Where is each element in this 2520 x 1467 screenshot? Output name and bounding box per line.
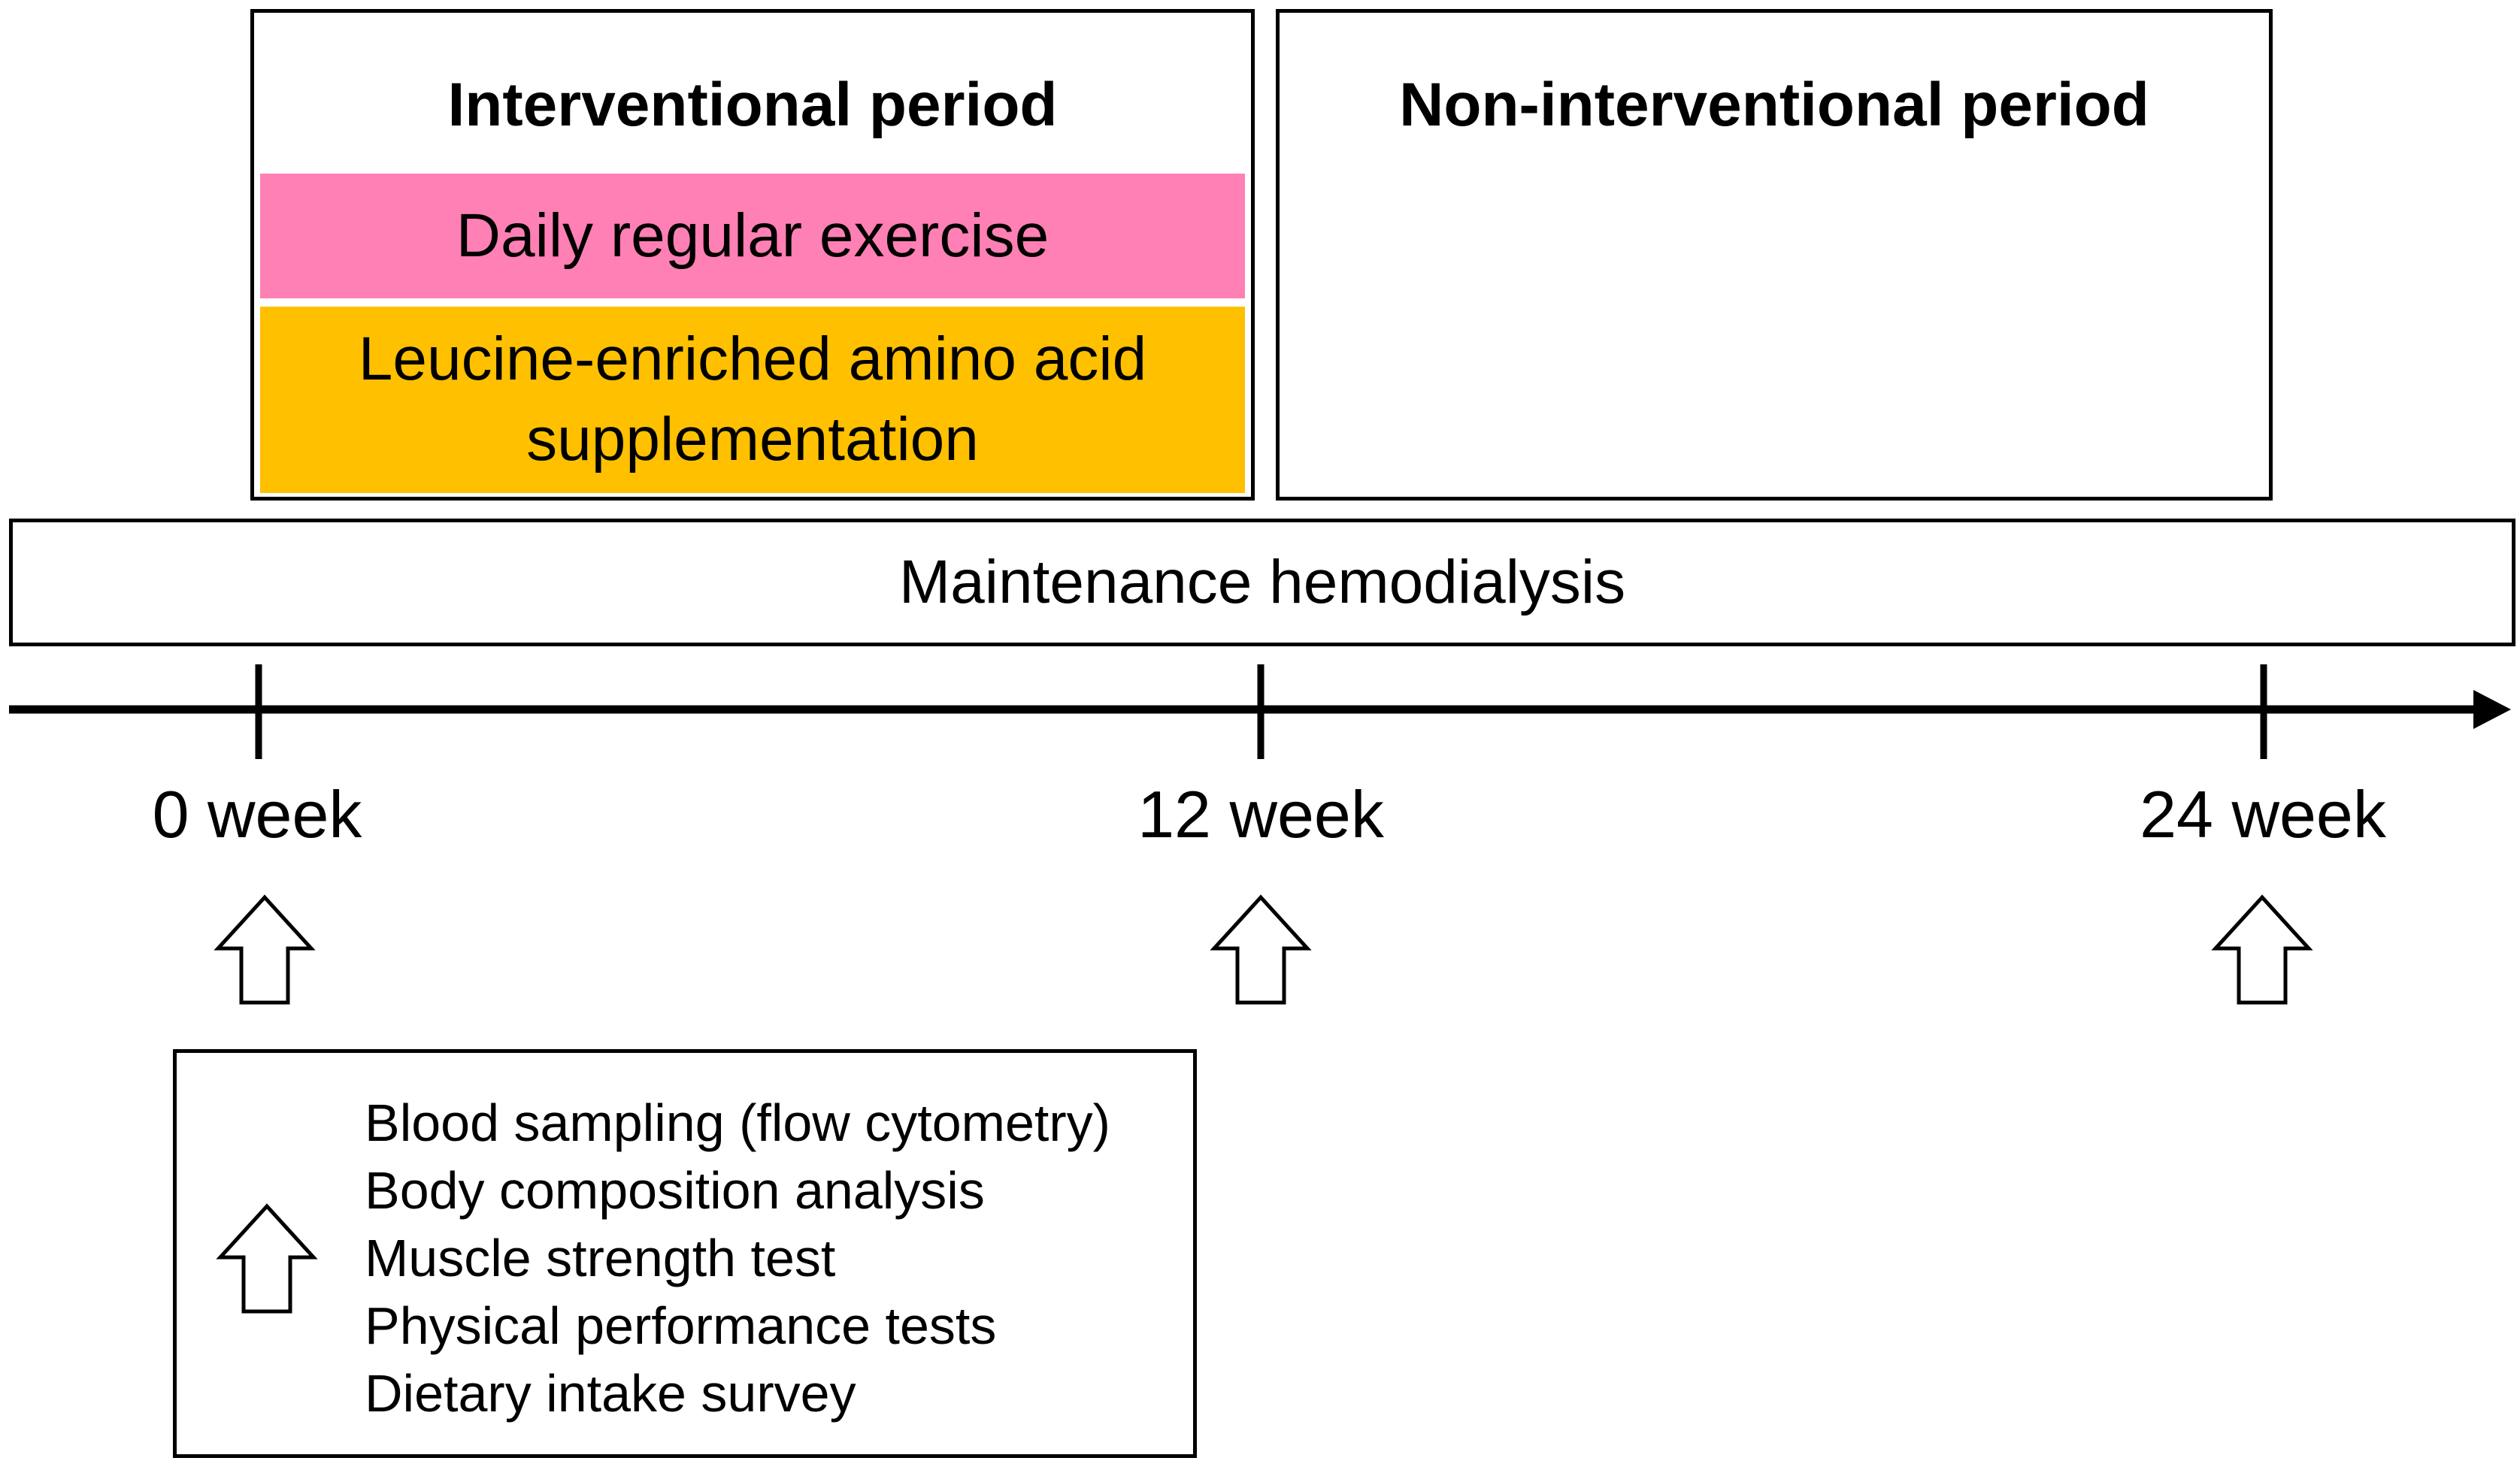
measurement-arrow-24-week [2211, 894, 2313, 1005]
measurement-item-muscle-strength: Muscle strength test [365, 1229, 836, 1287]
measurement-arrow-12-week [1210, 894, 1312, 1005]
non-interventional-period-box: Non-interventional period [1276, 9, 2273, 501]
timeline-arrowhead [2473, 690, 2511, 729]
week-label-12: 12 week [1137, 777, 1384, 851]
exercise-label: Daily regular exercise [456, 201, 1049, 270]
exercise-band: Daily regular exercise [260, 174, 1245, 298]
measurement-item-blood-sampling: Blood sampling (flow cytometry) [365, 1093, 1110, 1152]
legend-arrow-icon [216, 1203, 318, 1314]
supplement-band: Leucine-enriched amino acid supplementat… [260, 307, 1245, 493]
measurement-item-dietary-intake: Dietary intake survey [365, 1364, 856, 1423]
supplement-label-line2: supplementation [526, 405, 979, 473]
interventional-period-title: Interventional period [447, 71, 1058, 139]
maintenance-hemodialysis-label: Maintenance hemodialysis [898, 548, 1626, 616]
maintenance-hemodialysis-bar: Maintenance hemodialysis [9, 519, 2515, 646]
supplement-label-line1: Leucine-enriched amino acid [358, 325, 1147, 394]
non-interventional-period-title: Non-interventional period [1399, 71, 2149, 139]
measurement-legend-box: Blood sampling (flow cytometry) Body com… [173, 1049, 1197, 1458]
measurement-arrow-0-week [214, 894, 316, 1005]
week-label-24: 24 week [2140, 777, 2386, 851]
interventional-period-box: Interventional period Daily regular exer… [250, 9, 1255, 501]
measurement-item-body-composition: Body composition analysis [365, 1161, 985, 1220]
measurement-list: Blood sampling (flow cytometry) Body com… [365, 1089, 1110, 1427]
measurement-item-physical-performance: Physical performance tests [365, 1296, 997, 1355]
week-label-0: 0 week [152, 777, 362, 851]
